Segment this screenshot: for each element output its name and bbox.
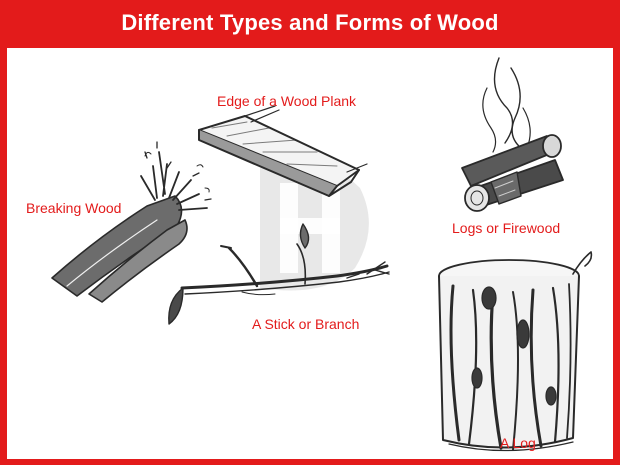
stick-branch-sketch: [168, 223, 390, 325]
illustration-area: Edge of a Wood Plank Breaking Wood Logs …: [7, 48, 613, 459]
label-log: A Log: [500, 435, 536, 451]
plank-sketch: [198, 105, 368, 197]
label-stick-branch: A Stick or Branch: [252, 316, 360, 332]
log-stump-sketch: [438, 251, 593, 452]
page-title: Different Types and Forms of Wood: [121, 10, 499, 35]
watermark-logo: [260, 161, 369, 291]
breaking-wood-sketch: [51, 141, 212, 303]
title-bar: Different Types and Forms of Wood: [0, 0, 620, 46]
label-firewood: Logs or Firewood: [452, 220, 561, 236]
label-breaking-wood: Breaking Wood: [26, 200, 122, 216]
label-wood-plank: Edge of a Wood Plank: [217, 93, 357, 109]
firewood-sketch: [461, 57, 564, 212]
